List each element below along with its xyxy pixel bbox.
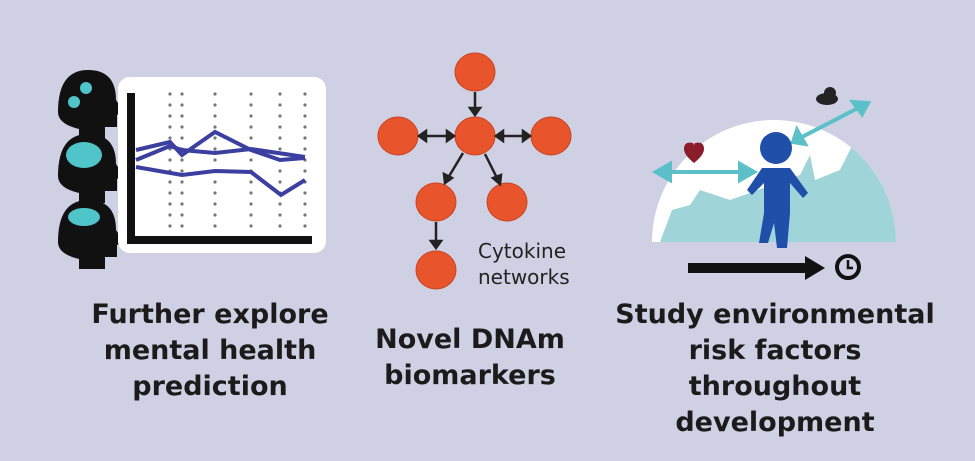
grid-dot [180,125,184,129]
grid-dot [213,92,217,96]
grid-dot [180,158,184,162]
grid-dot [278,180,282,184]
grid-dot [303,103,307,107]
grid-dot [249,202,253,206]
grid-dot [278,103,282,107]
grid-dot [278,147,282,151]
caption-line: Novel DNAm [375,324,565,355]
caption-dnam-biomarkers: Novel DNAm biomarkers [350,322,590,394]
grid-dot [180,213,184,217]
grid-dot [278,114,282,118]
grid-dot [303,136,307,140]
grid-dot [213,224,217,228]
grid-dot [249,136,253,140]
grid-dot [213,202,217,206]
grid-dot [303,92,307,96]
grid-dot [278,92,282,96]
interaction-arrows [651,99,872,184]
grid-dot [213,180,217,184]
grid-dot [168,191,172,195]
caption-line: mental health [103,335,317,366]
grid-dot [249,103,253,107]
grid-dot [278,169,282,173]
grid-dot [249,213,253,217]
grid-dot [249,180,253,184]
timeline-arrow [688,256,825,280]
grid-dot [249,114,253,118]
grid-dot [180,103,184,107]
grid-dot [303,191,307,195]
chart-dot-grid [168,92,307,228]
grid-dot [213,136,217,140]
head-gears-icon [58,70,124,139]
chart-card [118,77,326,253]
grid-dot [213,125,217,129]
grid-dot [213,147,217,151]
caption-environmental-risk: Study environmental risk factors through… [600,297,950,441]
grid-dot [213,213,217,217]
grid-dot [249,191,253,195]
grid-dot [303,125,307,129]
grid-dot [278,213,282,217]
grid-dot [180,114,184,118]
grid-dot [168,92,172,96]
grid-dot [278,224,282,228]
caption-line: development [675,407,875,438]
cytokine-network [377,52,572,290]
caption-line: Study environmental [615,299,935,330]
grid-dot [168,213,172,217]
grid-dot [168,103,172,107]
grid-dot [180,92,184,96]
storm-cloud-icon [816,87,838,105]
grid-dot [168,224,172,228]
cytokine-networks-label: Cytokine networks [478,238,570,290]
grid-dot [303,224,307,228]
head-brain-icon [58,134,124,203]
grid-dot [303,213,307,217]
grid-dot [180,180,184,184]
grid-dot [180,202,184,206]
grid-dot [168,180,172,184]
grid-dot [180,136,184,140]
heart-icon [684,142,704,163]
caption-line: biomarkers [384,360,556,391]
grid-dot [213,103,217,107]
caption-line: risk factors throughout [688,335,862,402]
grid-dot [168,158,172,162]
network-arrows [416,92,533,251]
grid-dot [213,114,217,118]
grid-dot [278,136,282,140]
chart-lines [135,129,307,198]
head-storm-icon [58,200,124,269]
clock-cycle-icon [835,254,861,280]
grid-dot [249,125,253,129]
grid-dot [168,125,172,129]
grid-dot [180,191,184,195]
grid-dot [249,224,253,228]
grid-dot [180,224,184,228]
grid-dot [168,202,172,206]
grid-dot [303,169,307,173]
grid-dot [303,114,307,118]
chart-axes [127,93,312,244]
child-figure-icon [747,132,808,248]
grid-dot [249,158,253,162]
grid-dot [168,114,172,118]
grid-dot [303,202,307,206]
grid-dot [168,136,172,140]
caption-mental-health: Further explore mental health prediction [70,297,350,405]
caption-line: Further explore [91,299,329,330]
caption-line: prediction [132,371,288,402]
grid-dot [213,158,217,162]
grid-dot [249,92,253,96]
grid-dot [213,191,217,195]
grid-dot [278,125,282,129]
label-line: Cytokine [478,239,566,263]
grid-dot [278,202,282,206]
label-line: networks [478,265,570,289]
grid-dot [180,169,184,173]
grid-dot [303,147,307,151]
